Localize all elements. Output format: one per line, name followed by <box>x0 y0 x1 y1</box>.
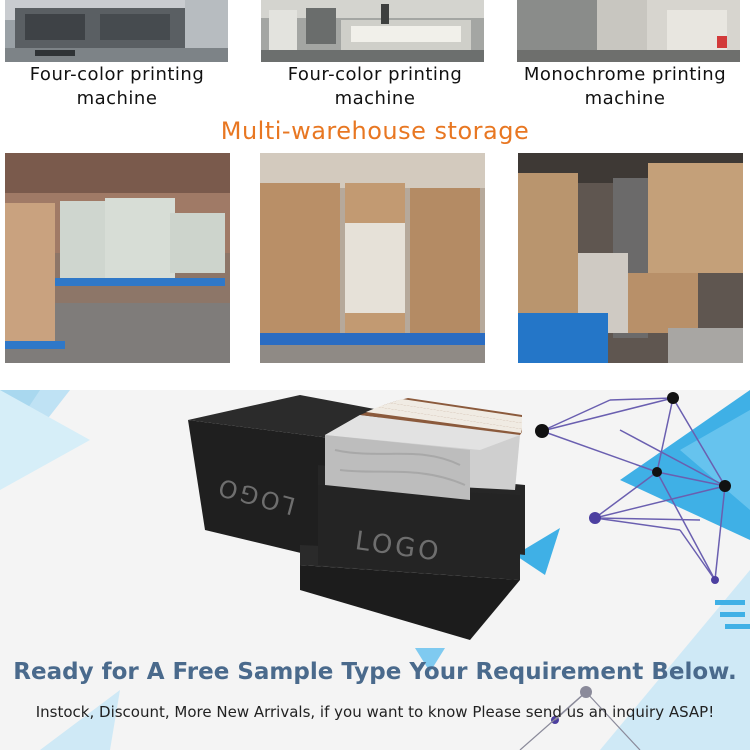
cta-subtitle: Instock, Discount, More New Arrivals, if… <box>35 703 715 721</box>
machine-caption-3-line1: Monochrome printing <box>523 64 727 85</box>
warehouse-photo-1 <box>5 153 230 363</box>
machine-photo-2 <box>261 0 484 62</box>
triangle-decoration <box>515 528 560 575</box>
warehouse-photo-3 <box>518 153 743 363</box>
machine-caption-1-line2: machine <box>76 88 158 109</box>
triangle-decoration <box>40 690 120 750</box>
machine-photo-3 <box>517 0 740 62</box>
warehouse-photo-2 <box>260 153 485 363</box>
machine-caption-3-line2: machine <box>584 88 666 109</box>
machine-photo-1 <box>5 0 228 62</box>
machine-caption-1-line1: Four-color printing <box>29 64 205 85</box>
machine-caption-2-line1: Four-color printing <box>287 64 463 85</box>
triangle-decoration <box>600 570 750 750</box>
promo-banner: LOGO LOGO <box>0 390 750 750</box>
banner-decoration <box>0 390 750 750</box>
machine-caption-2: Four-color printing machine <box>250 63 500 111</box>
machine-caption-3: Monochrome printing machine <box>500 63 750 111</box>
section-title-storage: Multi-warehouse storage <box>220 117 530 145</box>
cta-title: Ready for A Free Sample Type Your Requir… <box>13 659 737 685</box>
machine-caption-1: Four-color printing machine <box>0 63 242 111</box>
machine-caption-2-line2: machine <box>334 88 416 109</box>
